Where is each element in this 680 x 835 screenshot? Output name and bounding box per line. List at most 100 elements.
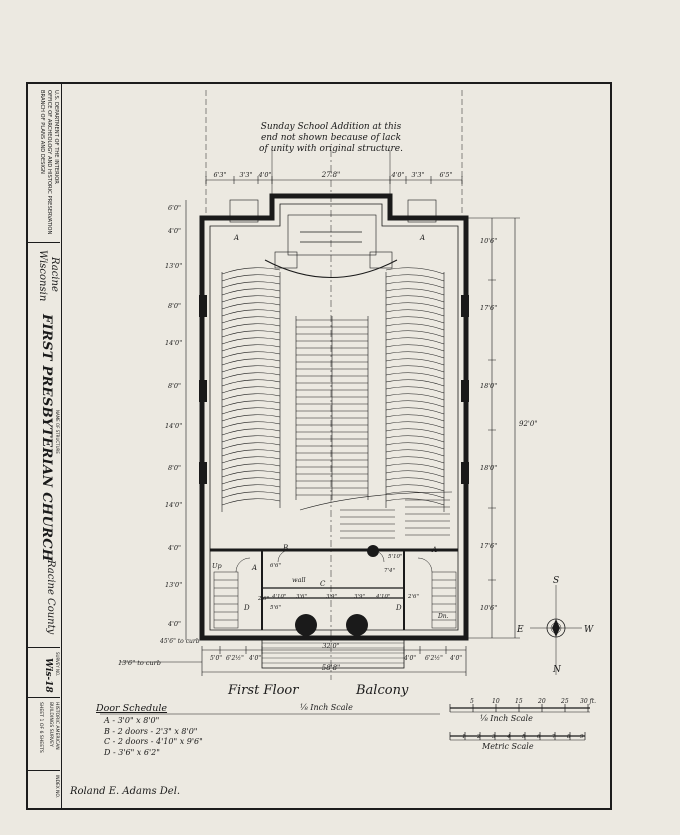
first-floor-caption: First Floor (228, 683, 299, 698)
pew-row (221, 484, 281, 492)
small-dim: 5'6" (270, 605, 281, 611)
left-dim-label: 4'0" (167, 227, 181, 235)
chancel-steps (369, 251, 393, 269)
small-dim: 3'9" (354, 594, 365, 600)
pew-row (385, 267, 445, 275)
pew-row (385, 309, 445, 317)
pew-row (385, 414, 445, 422)
right-dim-label: 10'6" (480, 604, 497, 612)
pew-row (385, 351, 445, 359)
title-divider (26, 697, 60, 698)
pew-row (221, 274, 281, 282)
pew-row (385, 400, 445, 408)
overall-width-label: 58'8" (322, 664, 341, 672)
door-tag: D (243, 604, 250, 612)
title-block: U.S. DEPARTMENT OF THE INTERIOR OFFICE O… (26, 82, 62, 810)
pew-row (221, 351, 281, 359)
door-schedule-title: Door Schedule (96, 703, 168, 714)
pew-row (221, 288, 281, 296)
pew-row (221, 435, 281, 443)
compass-south: S (553, 576, 559, 586)
left-dim-label: 4'0" (167, 544, 181, 552)
left-dim-label: 13'0" (165, 262, 182, 270)
stair-top-left (229, 199, 259, 223)
bottom-dim-label: 32'0" (322, 642, 339, 650)
scale-tick-m: 5 (522, 734, 526, 740)
door-tag: A (419, 234, 425, 242)
balcony-caption: Balcony (356, 683, 409, 698)
pew-row (385, 435, 445, 443)
chancel-curve (264, 259, 398, 278)
scale-tick-m: 3 (492, 734, 496, 740)
pew-row (385, 393, 445, 401)
small-dim: 4'10" (375, 594, 391, 600)
pew-row (385, 477, 445, 485)
pew-row (385, 498, 445, 506)
pew-row (385, 274, 445, 282)
right-dim-label: 18'0" (480, 382, 497, 390)
pew-row (299, 491, 453, 511)
pew-row (221, 470, 281, 478)
pew-row (221, 456, 281, 464)
total-length-label: 92'0" (519, 420, 538, 428)
scale-tick-ft: 15 (515, 698, 523, 705)
right-dim-label: 10'6" (480, 237, 497, 245)
left-dim-label: 14'0" (165, 422, 182, 430)
small-dim: 6'6" (270, 563, 281, 569)
pew-row (221, 281, 281, 289)
pew-row (385, 302, 445, 310)
pew-row (221, 267, 281, 275)
small-dim: 7'4" (384, 568, 395, 574)
plan-scale-caption: ⅛ Inch Scale (300, 703, 353, 712)
pew-row (385, 358, 445, 366)
pew-row (221, 372, 281, 380)
pew-row (385, 463, 445, 471)
pew-row (221, 330, 281, 338)
scale-tick-ft: 20 (537, 698, 546, 705)
pews-group (221, 267, 453, 539)
door-tag: B (282, 544, 288, 552)
pew-row (221, 323, 281, 331)
top-dim-label: 6'3" (213, 171, 226, 179)
bottom-dim-label: 6'2½" (425, 655, 443, 662)
top-dim-label: 6'5" (439, 171, 452, 179)
pew-row (221, 414, 281, 422)
drawing-border (26, 82, 612, 810)
title-divider (26, 647, 60, 648)
bottom-dim-label: 4'0" (403, 655, 416, 662)
top-dim-label: 4'0" (257, 171, 271, 179)
schedule-item: A - 3'0" x 8'0" (104, 716, 160, 725)
pew-row (385, 344, 445, 352)
pew-row (385, 428, 445, 436)
left-dim-label: 8'0" (168, 382, 181, 390)
schedule-item: B - 2 doors - 2'3" x 8'0" (104, 726, 198, 736)
door-tag: A (251, 564, 257, 572)
pew-row (385, 470, 445, 478)
compass-rose (530, 585, 582, 675)
title-divider (26, 242, 60, 243)
door-tag: D (395, 604, 402, 612)
compass-west: W (584, 625, 594, 635)
door-schedule-list: A - 3'0" x 8'0" B - 2 doors - 2'3" x 8'0… (104, 716, 203, 758)
metric-scale-caption: Metric Scale (482, 742, 534, 751)
top-dim-label: 4'0" (390, 171, 404, 179)
pew-row (385, 379, 445, 387)
door-tag: A (233, 234, 239, 242)
small-dim: 2'6" (407, 594, 419, 600)
bottom-dim-label: 5'0" (210, 655, 222, 662)
pew-row (385, 484, 445, 492)
inch-scale-caption: ⅛ Inch Scale (480, 714, 533, 723)
schedule-item: C - 2 doors - 4'10" x 9'6" (104, 737, 203, 746)
right-dim-label: 17'6" (480, 304, 497, 312)
title-divider (26, 770, 60, 771)
small-dim: 3'6" (296, 594, 307, 600)
stair-top-right (407, 199, 437, 223)
pew-row (221, 295, 281, 303)
pew-row (385, 442, 445, 450)
top-dim-label: 3'3" (411, 171, 424, 179)
pew-row (221, 344, 281, 352)
scale-tick-m: 9 (580, 734, 584, 740)
door-tag: A (431, 546, 437, 554)
left-dim-label: 6'0" (168, 204, 181, 212)
